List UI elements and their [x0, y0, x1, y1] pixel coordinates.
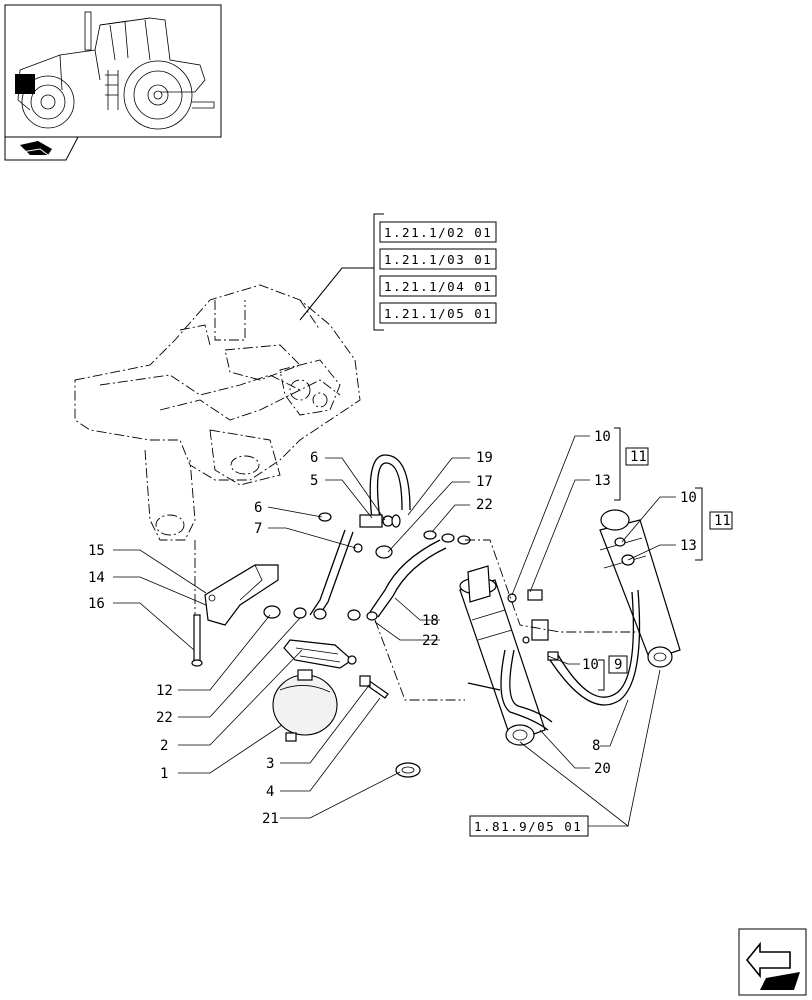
fitting-part-7[interactable] — [353, 543, 363, 553]
ref-box-4[interactable]: 1.21.1/05 01 — [379, 302, 497, 324]
ref-box-2-label: 1.21.1/03 01 — [384, 252, 492, 267]
callout-21[interactable]: 21 — [262, 811, 279, 827]
callout-22-lower[interactable]: 22 — [156, 710, 173, 726]
ref-box-bottom-label: 1.81.9/05 01 — [474, 819, 582, 834]
bracket-10-13-top — [614, 427, 621, 501]
connection-dashed-line-lower — [374, 619, 465, 701]
ref-box-3[interactable]: 1.21.1/04 01 — [379, 275, 497, 297]
pipe-part-20[interactable] — [467, 649, 553, 731]
fittings-part-22-lower[interactable] — [263, 605, 378, 621]
callout-16[interactable]: 16 — [88, 596, 105, 612]
boxed-callout-11-b-label: 11 — [714, 513, 731, 529]
hose-part-8[interactable] — [549, 589, 641, 706]
fitting-part-17[interactable] — [375, 545, 393, 559]
fittings-part-22-upper[interactable] — [423, 530, 471, 545]
callout-5[interactable]: 5 — [310, 473, 318, 489]
callout-13-top[interactable]: 13 — [594, 473, 611, 489]
washer-part-6-left[interactable] — [318, 512, 332, 522]
ref-box-1[interactable]: 1.21.1/02 01 — [379, 221, 497, 243]
callout-4[interactable]: 4 — [266, 784, 274, 800]
next-page-button[interactable] — [738, 928, 807, 996]
callout-14[interactable]: 14 — [88, 570, 105, 586]
connection-dashed-line — [465, 539, 640, 633]
bracket-10-9 — [598, 659, 605, 691]
boxed-callout-11-a[interactable]: 11 — [625, 447, 649, 466]
fittings-part-10-13[interactable] — [507, 537, 635, 661]
callout-8[interactable]: 8 — [592, 738, 600, 754]
book-icon — [20, 141, 52, 156]
front-chassis-outline — [74, 284, 361, 650]
callout-12[interactable]: 12 — [156, 683, 173, 699]
ref-box-bottom[interactable]: 1.81.9/05 01 — [469, 815, 589, 837]
cylinder-right[interactable] — [599, 509, 681, 668]
callout-labels: 6 5 6 7 19 17 22 18 22 15 14 16 12 22 2 … — [88, 429, 697, 827]
callout-20[interactable]: 20 — [594, 761, 611, 777]
arrow-icon — [745, 941, 800, 990]
callout-6-top[interactable]: 6 — [310, 450, 318, 466]
boxed-callout-11-a-label: 11 — [630, 449, 647, 465]
callout-15[interactable]: 15 — [88, 543, 105, 559]
ref-box-3-label: 1.21.1/04 01 — [384, 279, 492, 294]
ref-box-2[interactable]: 1.21.1/03 01 — [379, 248, 497, 270]
hose-left-long[interactable] — [309, 529, 354, 618]
bolt-part-16[interactable] — [191, 614, 203, 667]
callout-19[interactable]: 19 — [476, 450, 493, 466]
boxed-callout-11-b[interactable]: 11 — [709, 511, 733, 530]
accumulator-part-1[interactable] — [272, 669, 338, 742]
bracket-part-14[interactable] — [204, 564, 279, 626]
callout-7[interactable]: 7 — [254, 521, 262, 537]
ref-box-4-label: 1.21.1/05 01 — [384, 306, 492, 321]
reference-group-top: 1.21.1/02 01 1.21.1/03 01 1.21.1/04 01 1… — [299, 213, 497, 331]
fitting-part-5[interactable] — [359, 514, 394, 528]
hose-part-19[interactable] — [369, 454, 411, 521]
callout-10-lower[interactable]: 10 — [582, 657, 599, 673]
tractor-icon — [15, 11, 215, 130]
callout-10-top[interactable]: 10 — [594, 429, 611, 445]
tractor-thumbnail[interactable] — [4, 4, 222, 138]
washer-part-6-top[interactable] — [391, 514, 401, 528]
callout-17[interactable]: 17 — [476, 474, 493, 490]
callout-13-right[interactable]: 13 — [680, 538, 697, 554]
boxed-callout-9-label: 9 — [614, 657, 622, 673]
hose-part-18[interactable] — [369, 539, 447, 618]
callout-22-upper[interactable]: 22 — [476, 497, 493, 513]
callout-3[interactable]: 3 — [266, 756, 274, 772]
bolt-part-3[interactable] — [359, 675, 389, 699]
callout-10-right[interactable]: 10 — [680, 490, 697, 506]
bracket-10-13-right — [695, 487, 703, 561]
section-tab[interactable] — [4, 136, 79, 161]
callout-18[interactable]: 18 — [422, 613, 439, 629]
callout-1[interactable]: 1 — [160, 766, 168, 782]
nut-part-21[interactable] — [395, 762, 421, 778]
callout-2[interactable]: 2 — [160, 738, 168, 754]
clamp-part-2[interactable] — [283, 639, 357, 669]
callout-6-left[interactable]: 6 — [254, 500, 262, 516]
leader-lines — [113, 435, 676, 827]
callout-22-middle[interactable]: 22 — [422, 633, 439, 649]
ref-box-1-label: 1.21.1/02 01 — [384, 225, 492, 240]
boxed-callout-9[interactable]: 9 — [608, 655, 628, 674]
